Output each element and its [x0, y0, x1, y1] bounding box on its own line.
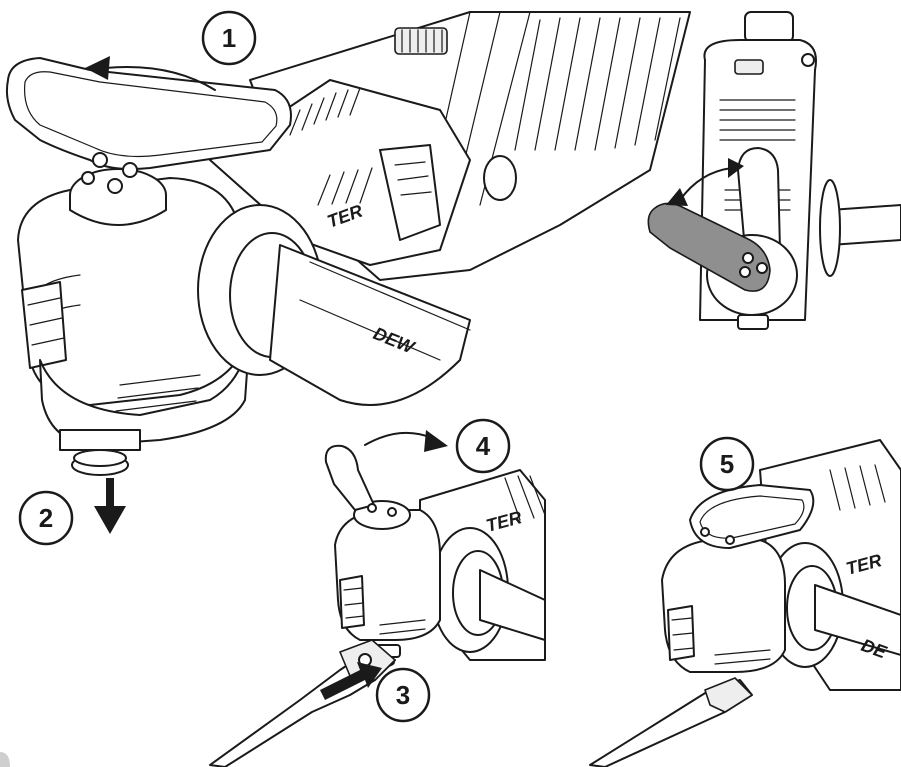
step-number-4: 4 — [476, 431, 491, 461]
step-label-2: 2 — [20, 492, 72, 544]
step4-lever — [326, 446, 374, 510]
step4-rotate-arrow — [365, 433, 432, 445]
step-number-1: 1 — [222, 23, 236, 53]
side-knob-icon — [484, 156, 516, 200]
page-corner-mark — [0, 752, 10, 767]
step4-arrowhead-icon — [424, 430, 448, 452]
step-number-2: 2 — [39, 503, 53, 533]
inset-arrowhead-left-icon — [666, 188, 688, 206]
step2-arrowhead-icon — [94, 506, 126, 534]
step5-tool-illustration: TER DE — [590, 440, 901, 767]
step-label-1: 1 — [203, 12, 255, 64]
step-label-4: 4 — [457, 420, 509, 472]
step-number-5: 5 — [720, 449, 734, 479]
step-label-3: 3 — [377, 669, 429, 721]
step-number-3: 3 — [396, 680, 410, 710]
inset-speed-dial-icon — [735, 60, 763, 74]
inset-rear-view-illustration — [648, 12, 901, 329]
clamp-lever-open — [7, 58, 291, 169]
step-label-5: 5 — [701, 438, 753, 490]
main-tool-illustration: TER DEW — [7, 12, 690, 475]
step4-tool-illustration: TER — [210, 446, 545, 767]
speed-dial-icon — [395, 28, 447, 54]
step2-arrow-shaft — [106, 478, 114, 508]
